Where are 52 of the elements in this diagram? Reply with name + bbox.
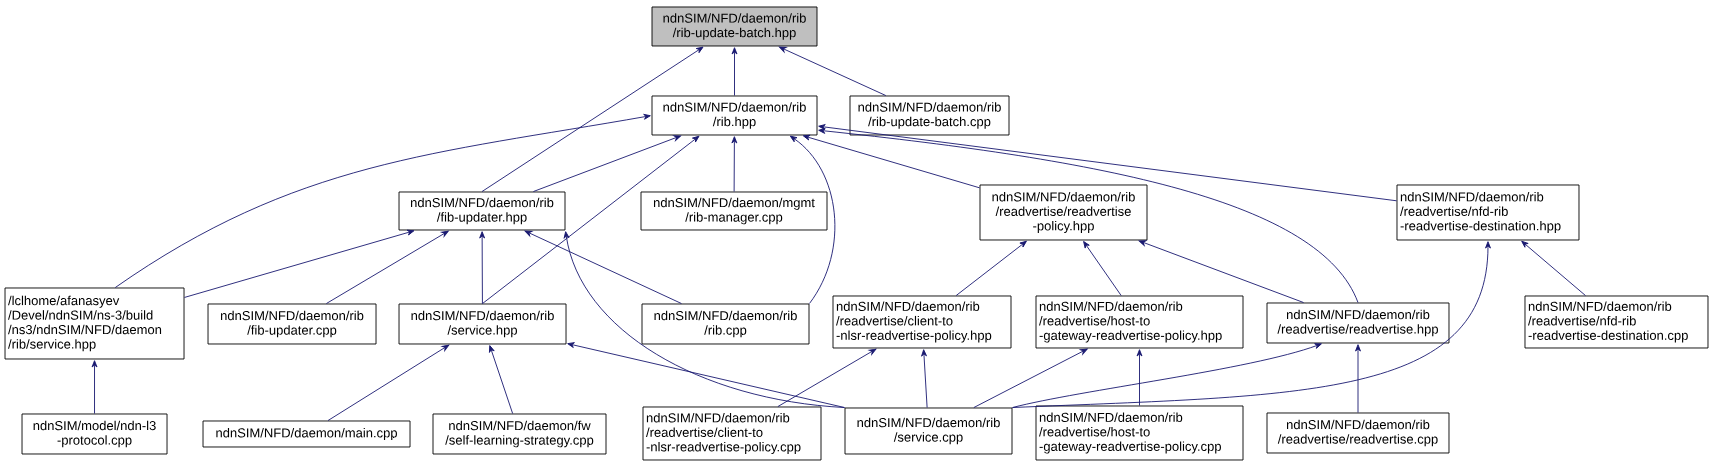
- arrow: [1012, 343, 1322, 408]
- arrow: [524, 230, 682, 304]
- file-box: ndnSIM/NFD/daemon/rib /rib.cpp: [641, 303, 810, 345]
- file-box: ndnSIM/NFD/daemon/rib /readvertise/readvertise -policy.hpp: [979, 184, 1148, 241]
- arrow: [567, 342, 845, 408]
- arrow: [921, 349, 928, 408]
- file-box: ndnSIM/NFD/daemon/rib /readvertise/client-to -nlsr-readvertise-policy.hpp: [832, 295, 1012, 349]
- file-box: ndnSIM/NFD/daemon/rib /fib-updater.cpp: [207, 303, 377, 345]
- arrow: [802, 134, 980, 189]
- arrow: [114, 113, 651, 288]
- arrow: [955, 240, 1027, 296]
- arrow: [1136, 349, 1143, 406]
- arrow: [1521, 240, 1586, 296]
- arrow: [1355, 344, 1361, 413]
- file-box: ndnSIM/NFD/daemon/rib /readvertise/nfd-rib -readvertise-destination.cpp: [1524, 295, 1709, 349]
- file-box: ndnSIM/NFD/daemon/fw /self-learning-strategy.cpp: [432, 413, 607, 455]
- file-box: ndnSIM/NFD/daemon/rib /rib-update-batch.hpp: [651, 6, 818, 47]
- arrow: [777, 348, 877, 407]
- file-box: /lclhome/afanasyev /Devel/ndnSIM/ns-3/build /ns3/ndnSIM/NFD/daemon /rib/service.hpp: [4, 287, 185, 360]
- file-box: ndnSIM/NFD/daemon/main.cpp: [202, 420, 411, 448]
- file-box: ndnSIM/NFD/daemon/rib /rib-update-batch.cpp: [849, 95, 1010, 136]
- arrow: [789, 135, 836, 304]
- file-box: ndnSIM/NFD/daemon/mgmt /rib-manager.cpp: [640, 191, 828, 231]
- arrow: [479, 231, 486, 304]
- arrow: [818, 128, 1359, 303]
- arrow: [1083, 241, 1122, 296]
- file-box: ndnSIM/NFD/daemon/rib /readvertise/readvertise.hpp: [1266, 302, 1450, 344]
- arrow: [1138, 240, 1304, 303]
- file-box: ndnSIM/NFD/daemon/rib /rib.hpp: [651, 95, 818, 136]
- file-box: ndnSIM/model/ndn-l3 -protocol.cpp: [21, 413, 168, 455]
- file-box: ndnSIM/NFD/daemon/rib /service.cpp: [844, 407, 1013, 455]
- arrow: [327, 344, 450, 421]
- arrow: [489, 345, 514, 414]
- arrow: [818, 124, 1397, 202]
- arrow: [325, 230, 449, 304]
- arrow: [481, 46, 704, 192]
- arrow: [184, 229, 415, 298]
- arrow: [91, 360, 98, 414]
- arrow: [778, 46, 887, 96]
- file-box: ndnSIM/NFD/daemon/rib /readvertise/client-to -nlsr-readvertise-policy.cpp: [642, 406, 822, 461]
- arrow: [482, 135, 700, 304]
- file-box: ndnSIM/NFD/daemon/rib /readvertise/host-to -gateway-readvertise-policy.cpp: [1035, 405, 1244, 461]
- arrow: [973, 348, 1088, 408]
- file-box: ndnSIM/NFD/daemon/rib /readvertise/host-to -gateway-readvertise-policy.hpp: [1035, 295, 1244, 349]
- arrow: [731, 136, 738, 192]
- file-box: ndnSIM/NFD/daemon/rib /readvertise/nfd-rib -readvertise-destination.hpp: [1396, 184, 1580, 241]
- file-box: ndnSIM/NFD/daemon/rib /service.hpp: [398, 303, 567, 345]
- arrow: [1012, 241, 1491, 408]
- arrow: [731, 47, 738, 96]
- file-box: ndnSIM/NFD/daemon/rib /readvertise/readvertise.cpp: [1266, 412, 1450, 454]
- arrow: [532, 135, 682, 192]
- file-box: ndnSIM/NFD/daemon/rib /fib-updater.hpp: [398, 191, 566, 231]
